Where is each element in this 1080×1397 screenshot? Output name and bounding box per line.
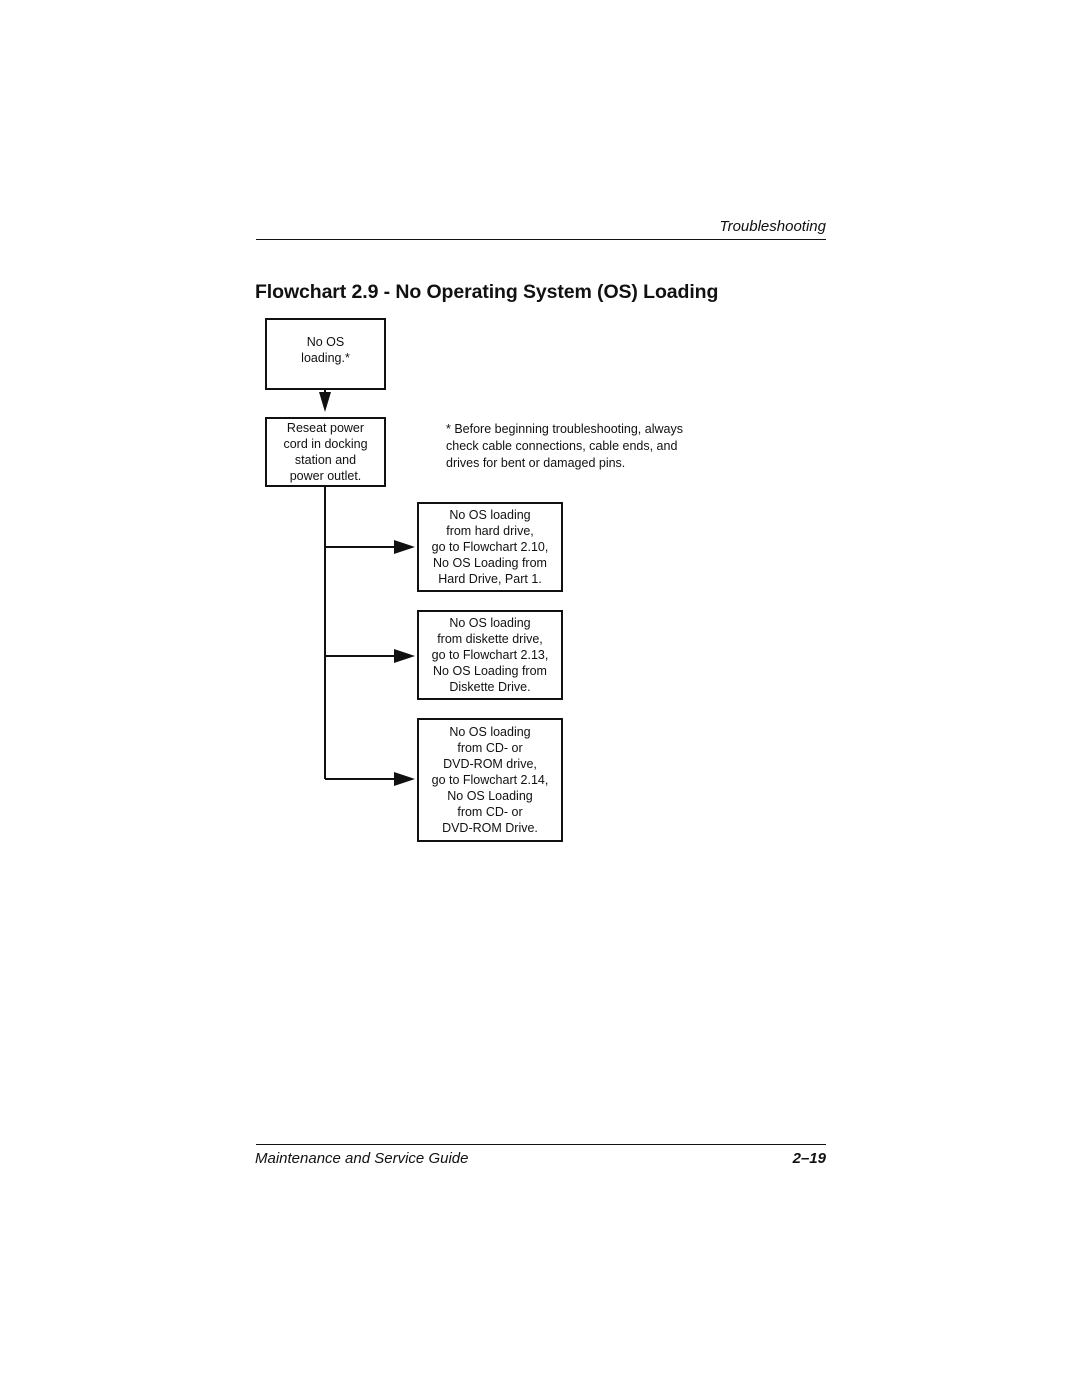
arrowhead-hard: [394, 540, 415, 554]
flow-box-diskette-drive: No OS loading from diskette drive, go to…: [417, 610, 563, 700]
header-rule: [256, 239, 826, 240]
flow-box-reseat-power: Reseat power cord in docking station and…: [265, 417, 386, 487]
footer-page-number: 2–19: [792, 1150, 826, 1167]
flow-box-hard-drive: No OS loading from hard drive, go to Flo…: [417, 502, 563, 592]
section-header: Troubleshooting: [719, 218, 826, 235]
flow-box-cd-dvd-drive: No OS loading from CD- or DVD-ROM drive,…: [417, 718, 563, 842]
arrowhead-reseat: [319, 392, 331, 412]
arrowhead-diskette: [394, 649, 415, 663]
arrowhead-cd: [394, 772, 415, 786]
page-title: Flowchart 2.9 - No Operating System (OS)…: [255, 281, 719, 303]
flow-box-no-os-loading: No OS loading.*: [265, 318, 386, 390]
footer-rule: [256, 1144, 826, 1145]
footer-guide-title: Maintenance and Service Guide: [255, 1150, 469, 1167]
footnote: * Before beginning troubleshooting, alwa…: [446, 422, 683, 470]
